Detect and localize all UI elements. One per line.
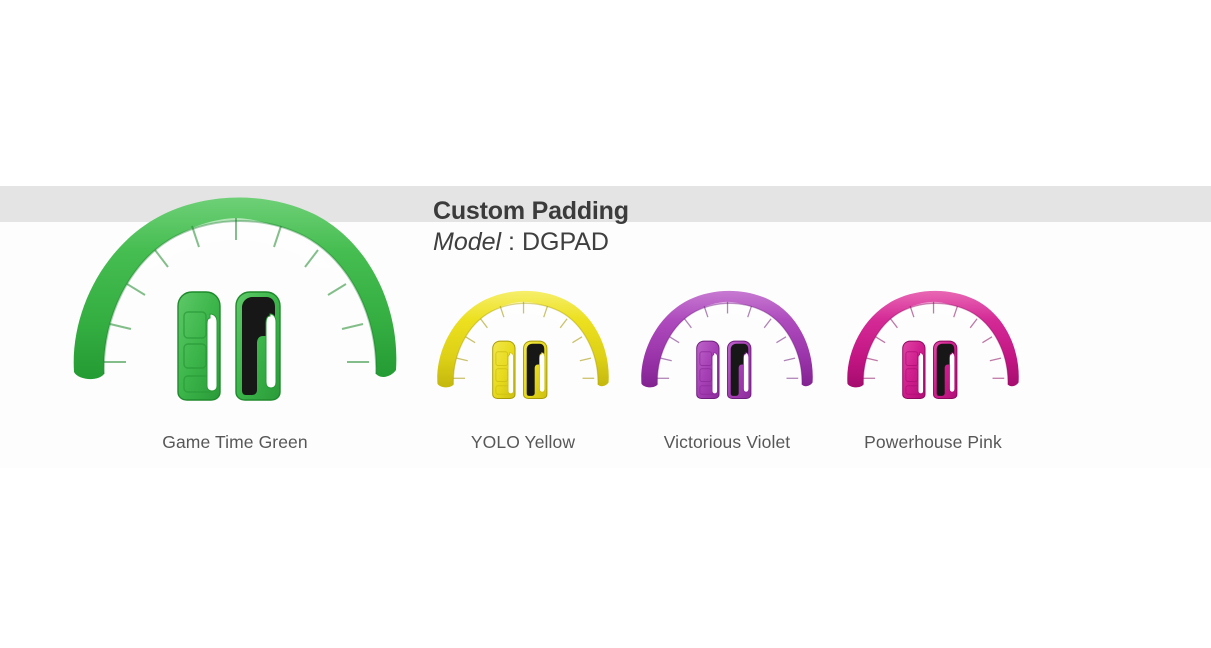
padding-arch-svg-green <box>73 197 397 401</box>
product-victorious-violet[interactable]: Victorious Violet <box>634 283 820 452</box>
chin-tab-velcro <box>727 340 752 399</box>
product-yolo-yellow[interactable]: YOLO Yellow <box>430 283 616 452</box>
header-block: Custom Padding Model : DGPAD <box>433 198 953 260</box>
arch-gloss <box>664 301 791 351</box>
arch-gloss <box>118 218 354 310</box>
arch-body <box>73 197 397 380</box>
model-label: Model <box>433 228 502 256</box>
chin-tab-plain <box>177 291 221 401</box>
chin-tab-velcro <box>235 291 281 401</box>
product-powerhouse-pink[interactable]: Powerhouse Pink <box>840 283 1026 452</box>
product-caption-pink: Powerhouse Pink <box>864 432 1002 452</box>
arch-rib-lines <box>657 301 799 379</box>
model-separator: : <box>501 228 522 256</box>
product-caption-green: Game Time Green <box>162 432 308 452</box>
product-game-time-green[interactable]: Game Time Green <box>60 190 410 452</box>
chin-tab-velcro <box>933 340 958 399</box>
arch-inner-edge <box>656 302 803 385</box>
arch-rib-lines <box>453 301 595 379</box>
arch-inner-edge <box>102 220 378 375</box>
arch-rib-lines <box>863 301 1005 379</box>
product-caption-yellow: YOLO Yellow <box>470 432 576 452</box>
arch-gloss <box>460 301 587 351</box>
yellow-padding-art <box>430 283 616 413</box>
arch-body <box>847 290 1019 388</box>
padding-arch-svg-violet <box>641 290 813 399</box>
padding-arch-svg-yellow <box>437 290 609 399</box>
pink-padding-art <box>840 283 1026 413</box>
arch-body <box>641 290 813 388</box>
arch-body <box>437 290 609 388</box>
arch-rib-lines <box>104 218 369 363</box>
padding-arch-svg-pink <box>847 290 1019 399</box>
model-line: Model : DGPAD <box>433 228 953 260</box>
chin-tab-plain <box>492 340 516 399</box>
chin-tab-velcro <box>523 340 548 399</box>
chin-tab-plain <box>902 340 926 399</box>
arch-inner-edge <box>862 302 1009 385</box>
arch-inner-edge <box>452 302 599 385</box>
page-title: Custom Padding <box>433 197 629 225</box>
product-caption-violet: Victorious Violet <box>663 432 791 452</box>
chin-tab-plain <box>696 340 720 399</box>
green-padding-art <box>60 190 410 420</box>
arch-gloss <box>870 301 997 351</box>
violet-padding-art <box>634 283 820 413</box>
model-value: DGPAD <box>521 228 609 256</box>
